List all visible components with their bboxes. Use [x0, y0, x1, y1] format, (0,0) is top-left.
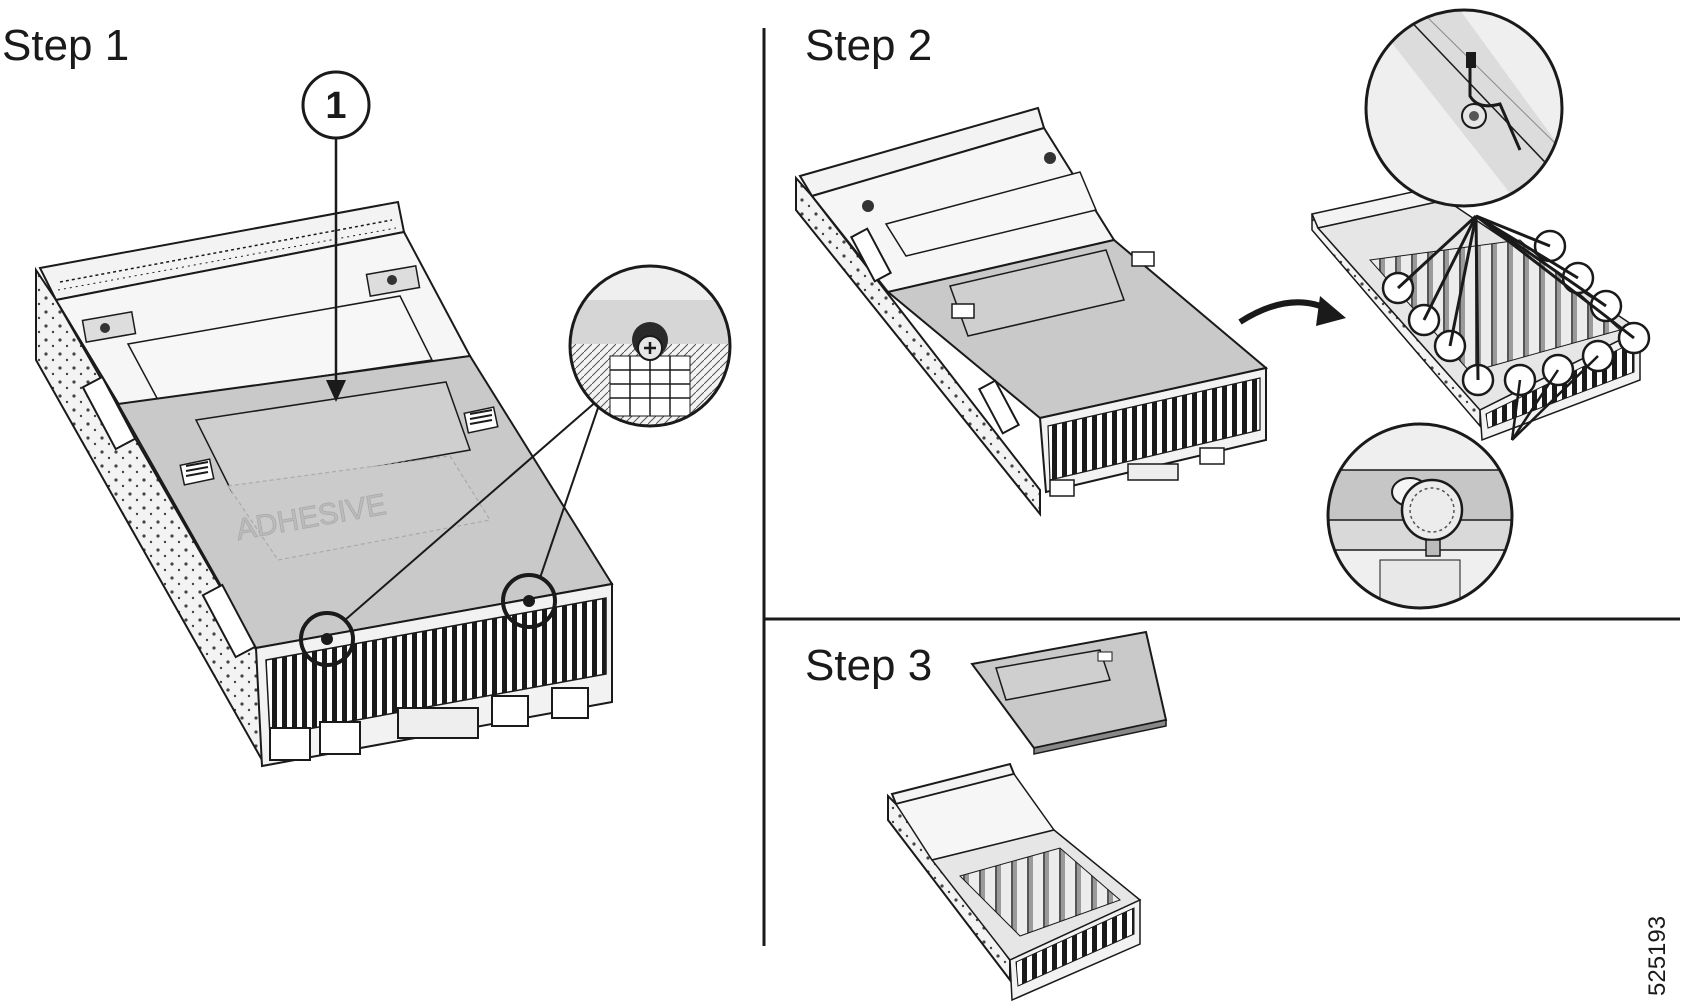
- step1-thumbscrew-right-highlight: [501, 573, 557, 629]
- callout-1: 1: [301, 70, 371, 402]
- step3-removed-cover: [970, 630, 1168, 755]
- step2-thumbscrew-detail: [1326, 422, 1514, 610]
- step1-server: ADHESIVE: [35, 200, 614, 768]
- step-2-label: Step 2: [805, 21, 933, 70]
- step3-open-server: [887, 762, 1142, 1002]
- callout-1-number: 1: [325, 85, 346, 127]
- step-1-label: Step 1: [2, 21, 130, 70]
- step2-server-small: [1310, 185, 1651, 442]
- step1-thumbscrew-left-highlight: [299, 611, 355, 667]
- step2-server: [795, 106, 1269, 517]
- step2-transition-arrow: [1238, 296, 1346, 326]
- step1-thumbscrew-detail: [568, 264, 732, 428]
- step-3-label: Step 3: [805, 641, 933, 690]
- step2-clip-detail: [1364, 8, 1564, 208]
